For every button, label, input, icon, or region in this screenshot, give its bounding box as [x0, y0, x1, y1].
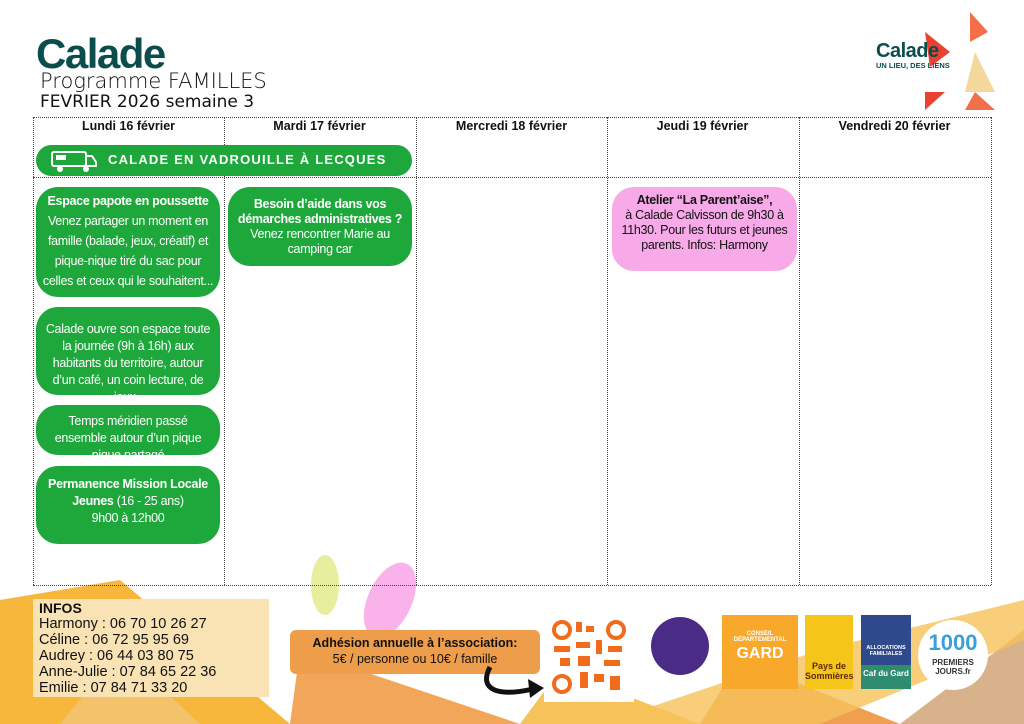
infos-box: INFOS Harmony : 06 70 10 26 27 Céline : … — [33, 599, 269, 697]
grid-line — [799, 117, 800, 585]
event-aide-administrative: Besoin d’aide dans vos démarches adminis… — [228, 187, 412, 266]
calade-logo-right: Calade — [876, 40, 939, 62]
caf-name: Caf du Gard — [861, 665, 911, 689]
adhesion-title: Adhésion annuelle à l’association: — [312, 636, 518, 650]
calade-logo: Calade — [36, 30, 166, 77]
event-temps-meridien: Temps méridien passé ensemble autour d’u… — [36, 405, 220, 462]
grid-line — [33, 117, 991, 118]
event-title: Atelier “La Parent’aise”, — [636, 193, 773, 207]
calade-right-shape-icon — [925, 12, 995, 110]
event-mission-locale: Permanence Mission Locale Jeunes (16 - 2… — [36, 466, 220, 544]
qr-code[interactable] — [544, 612, 634, 702]
arrow-icon — [484, 665, 544, 698]
day-header-mardi: Mardi 17 février — [273, 119, 366, 133]
grid-line — [416, 117, 417, 585]
contact: Emilie : 07 84 71 33 20 — [39, 680, 188, 696]
caf-logo: ALLOCATIONS FAMILIALES Caf du Gard — [861, 615, 911, 689]
event-text: Calade ouvre son espace toute la journée… — [45, 322, 211, 404]
infos-title: INFOS — [39, 600, 82, 616]
adhesion-banner: Adhésion annuelle à l’association: 5€ / … — [290, 630, 540, 674]
contact: Audrey : 06 44 03 80 75 — [39, 648, 194, 664]
event-text: Venez rencontrer Marie au camping car — [250, 227, 390, 256]
page-subtitle: FEVRIER 2026 semaine 3 — [40, 92, 255, 112]
event-text: à Calade Calvisson de 9h30 à 11h30. Pour… — [621, 208, 788, 252]
adhesion-price: 5€ / personne ou 10€ / famille — [332, 652, 498, 666]
event-parentaise: Atelier “La Parent’aise”,à Calade Calvis… — [612, 187, 797, 271]
commission-logo — [651, 617, 709, 675]
sommieres-text: Pays de Sommières — [805, 661, 854, 681]
event-title: Espace papote en poussette — [47, 194, 209, 208]
event-text: 9h00 à 12h00 — [91, 511, 165, 525]
mille-number: 1000 — [928, 630, 978, 655]
banner-label: CALADE EN VADROUILLE À LECQUES — [108, 152, 387, 167]
calade-tagline: UN LIEU, DES LIENS — [876, 61, 950, 70]
day-header-lundi: Lundi 16 février — [81, 119, 176, 133]
grid-line — [33, 117, 34, 585]
contact: Harmony : 06 70 10 26 27 — [39, 616, 207, 632]
camping-car-icon — [51, 151, 97, 172]
page-title: Programme FAMILLES — [40, 69, 267, 93]
day-header-vendredi: Vendredi 20 février — [838, 119, 951, 133]
grid-line — [607, 117, 608, 585]
grid-line — [33, 585, 991, 586]
event-title: Permanence Mission Locale Jeunes — [48, 477, 208, 508]
event-text: Venez partager un moment en famille (bal… — [42, 214, 214, 288]
event-age: (16 - 25 ans) — [113, 494, 184, 508]
gard-logo-text: CONSEIL DÉPARTEMENTAL — [733, 631, 787, 643]
1000-jours-logo: 1000 PREMIERS JOURS.fr — [918, 620, 988, 690]
pays-sommieres-logo: Pays de Sommières — [805, 615, 854, 689]
day-header-mercredi: Mercredi 18 février — [455, 119, 568, 133]
event-text: Temps méridien passé ensemble autour d’u… — [54, 414, 202, 462]
mille-text: PREMIERS JOURS.fr — [932, 658, 974, 676]
vadrouille-banner: CALADE EN VADROUILLE À LECQUES — [36, 145, 412, 176]
day-header-jeudi: Jeudi 19 février — [656, 119, 749, 133]
contact: Anne-Julie : 07 84 65 22 36 — [39, 664, 217, 680]
contact: Céline : 06 72 95 95 69 — [39, 632, 189, 648]
event-title: Besoin d’aide dans vos démarches adminis… — [237, 197, 403, 226]
grid-line — [991, 117, 992, 585]
grid-line — [33, 177, 991, 178]
caf-text: ALLOCATIONS FAMILIALES — [866, 645, 906, 657]
gard-logo: CONSEIL DÉPARTEMENTAL GARD — [722, 615, 798, 689]
gard-logo-name: GARD — [736, 645, 784, 662]
grid-line — [224, 117, 225, 585]
event-espace-ouvert: Calade ouvre son espace toute la journée… — [36, 307, 220, 404]
qr-code-icon — [552, 620, 626, 694]
